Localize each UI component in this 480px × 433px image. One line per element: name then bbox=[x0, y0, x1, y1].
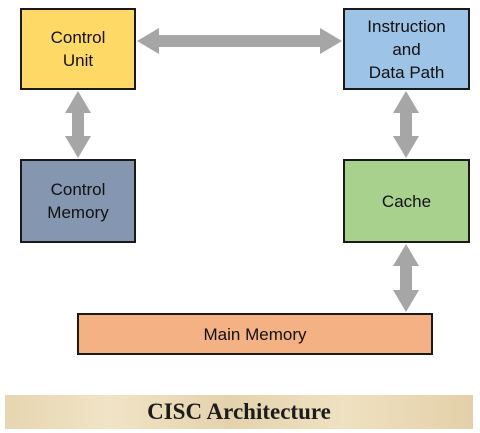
arrow-cache-to-main-memory bbox=[393, 244, 419, 312]
cache-block: Cache bbox=[343, 159, 470, 243]
caption-title: CISC Architecture bbox=[147, 399, 331, 424]
main-memory-block: Main Memory bbox=[77, 313, 433, 355]
control-unit-block: Control Unit bbox=[20, 8, 136, 90]
arrow-control-unit-to-control-memory bbox=[65, 91, 91, 158]
instruction-data-path-block: Instruction and Data Path bbox=[343, 8, 470, 90]
arrow-control-unit-to-instruction-path bbox=[137, 28, 342, 54]
caption-banner: CISC Architecture bbox=[5, 395, 473, 429]
arrow-instruction-path-to-cache bbox=[393, 91, 419, 158]
control-memory-block: Control Memory bbox=[20, 159, 136, 243]
